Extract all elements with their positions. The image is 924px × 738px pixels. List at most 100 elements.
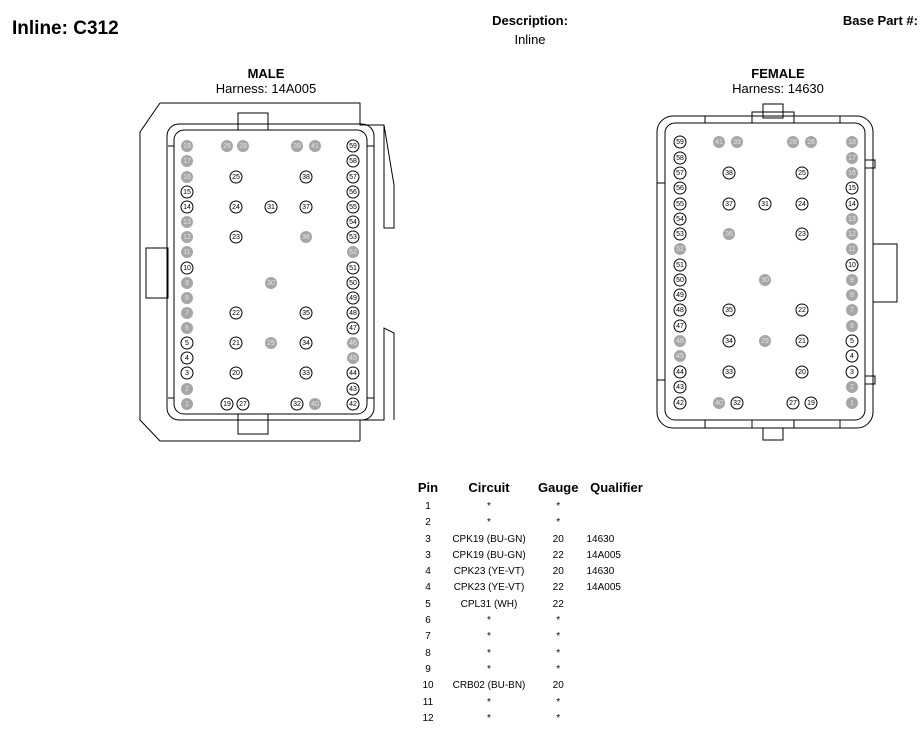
male-pin-label: 45 xyxy=(349,355,357,362)
cell-qualifier xyxy=(582,678,650,694)
male-pin-30: 30 xyxy=(265,277,277,289)
female-pin-circle xyxy=(795,227,809,241)
female-pin-circle xyxy=(673,273,687,287)
male-pin-label: 14 xyxy=(183,204,191,211)
header-qualifier: Qualifier xyxy=(590,480,643,495)
male-pin-14: 14 xyxy=(180,200,194,214)
cell-gauge: * xyxy=(556,712,561,724)
male-pin-54: 54 xyxy=(346,215,360,229)
female-pin-label: 27 xyxy=(789,400,797,407)
male-pin-23: 23 xyxy=(229,230,243,244)
male-pin-circle xyxy=(181,155,193,167)
male-pin-41: 41 xyxy=(309,140,321,152)
female-pin-circle xyxy=(795,197,809,211)
cell-qualifier xyxy=(582,629,650,645)
female-connector-housing xyxy=(656,103,898,441)
female-pin-18: 18 xyxy=(846,136,858,148)
female-pin-circle xyxy=(846,397,858,409)
cell-gauge: * xyxy=(556,517,561,529)
male-pin-circle xyxy=(180,185,194,199)
female-pin-54: 54 xyxy=(673,212,687,226)
description-label: Description: xyxy=(492,13,568,28)
female-pin-label: 33 xyxy=(725,369,733,376)
female-pin-circle xyxy=(846,274,858,286)
female-pin-circle xyxy=(673,181,687,195)
female-pin-51: 51 xyxy=(673,258,687,272)
male-pin-circle xyxy=(180,336,194,350)
cell-circuit: CPK19 (BU-GN) xyxy=(452,533,526,545)
male-pin-circle xyxy=(265,337,277,349)
female-harness-label: Harness: 14630 xyxy=(732,81,824,96)
male-pin-circle xyxy=(346,185,360,199)
female-pin-28: 28 xyxy=(787,136,799,148)
male-pin-circle xyxy=(229,230,243,244)
female-pin-label: 38 xyxy=(725,170,733,177)
female-pin-label: 58 xyxy=(676,155,684,162)
female-pin-circle xyxy=(673,227,687,241)
female-pin-1: 1 xyxy=(846,397,858,409)
cell-qualifier: 14630 xyxy=(586,533,615,545)
male-pin-33: 33 xyxy=(299,366,313,380)
female-pin-20: 20 xyxy=(795,365,809,379)
male-pin-circle xyxy=(347,246,359,258)
cell-circuit: * xyxy=(487,501,491,512)
female-pin-label: 32 xyxy=(733,400,741,407)
male-pin-22: 22 xyxy=(229,306,243,320)
male-pin-circle xyxy=(346,230,360,244)
male-pin-circle xyxy=(299,306,313,320)
male-pin-circle xyxy=(229,200,243,214)
female-pin-label: 45 xyxy=(676,353,684,360)
male-pin-58: 58 xyxy=(346,154,360,168)
male-pin-31: 31 xyxy=(264,200,278,214)
male-pin-13: 13 xyxy=(181,216,193,228)
female-pin-label: 28 xyxy=(789,139,797,146)
male-pin-36: 36 xyxy=(300,231,312,243)
female-pin-circle xyxy=(845,365,859,379)
female-pin-23: 23 xyxy=(795,227,809,241)
cell-circuit: * xyxy=(487,663,491,675)
female-pin-label: 41 xyxy=(715,139,723,146)
female-pin-circle xyxy=(673,380,687,394)
cell-circuit: * xyxy=(487,712,491,724)
female-pin-16: 16 xyxy=(846,167,858,179)
cell-pin: 3 xyxy=(425,549,431,561)
male-pin-label: 57 xyxy=(349,174,357,181)
male-pin-15: 15 xyxy=(180,185,194,199)
female-pin-label: 46 xyxy=(676,338,684,345)
female-pin-circle xyxy=(845,181,859,195)
female-pin-label: 42 xyxy=(676,400,684,407)
female-pin-label: 8 xyxy=(850,292,854,299)
male-pin-label: 58 xyxy=(349,158,357,165)
male-pin-3: 3 xyxy=(180,366,194,380)
female-pin-circle xyxy=(795,166,809,180)
male-pin-26: 26 xyxy=(221,140,233,152)
female-pin-circle xyxy=(846,320,858,332)
male-pin-10: 10 xyxy=(180,261,194,275)
female-pin-circle xyxy=(722,197,736,211)
male-pin-label: 56 xyxy=(349,189,357,196)
female-pin-label: 56 xyxy=(676,185,684,192)
cell-qualifier: 14630 xyxy=(586,566,615,578)
female-pin-37: 37 xyxy=(722,197,736,211)
female-pin-circle xyxy=(759,335,771,347)
female-pin-label: 2 xyxy=(850,384,854,391)
male-pin-label: 16 xyxy=(183,174,191,181)
female-pin-14: 14 xyxy=(845,197,859,211)
male-pin-label: 6 xyxy=(185,325,189,332)
female-pin-circle xyxy=(722,365,736,379)
male-pin-label: 31 xyxy=(267,204,275,211)
cell-qualifier xyxy=(582,695,650,711)
female-pin-label: 15 xyxy=(848,185,856,192)
male-pin-label: 32 xyxy=(293,401,301,408)
female-pin-36: 36 xyxy=(723,228,735,240)
male-pin-label: 36 xyxy=(302,234,310,241)
female-pin-6: 6 xyxy=(846,320,858,332)
male-pin-circle xyxy=(299,336,313,350)
male-pin-circle xyxy=(265,277,277,289)
female-pin-circle xyxy=(846,289,858,301)
cell-circuit: CRB02 (BU-BN) xyxy=(452,680,526,692)
male-pin-label: 43 xyxy=(349,386,357,393)
male-pin-circle xyxy=(180,351,194,365)
male-pin-circle xyxy=(236,397,250,411)
female-pin-15: 15 xyxy=(845,181,859,195)
